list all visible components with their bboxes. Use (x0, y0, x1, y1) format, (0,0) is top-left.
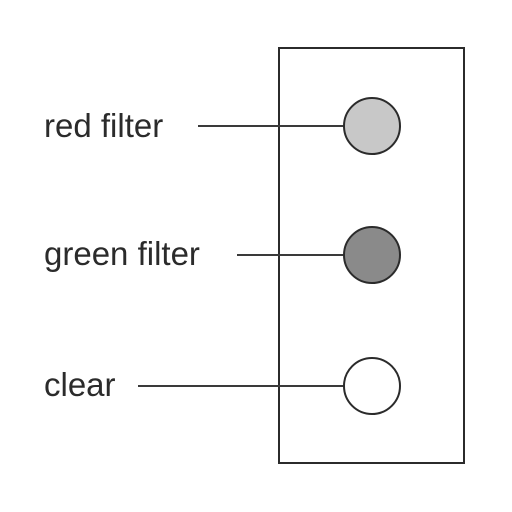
filter-label-green: green filter (44, 235, 200, 272)
filter-row-green: green filter (44, 226, 401, 284)
filter-circle-clear (343, 357, 401, 415)
filter-label-clear: clear (44, 366, 116, 403)
filter-circle-green (343, 226, 401, 284)
filter-circle-red (343, 97, 401, 155)
filter-row-clear: clear (44, 357, 401, 415)
filter-label-red: red filter (44, 107, 163, 144)
filter-row-red: red filter (44, 97, 401, 155)
